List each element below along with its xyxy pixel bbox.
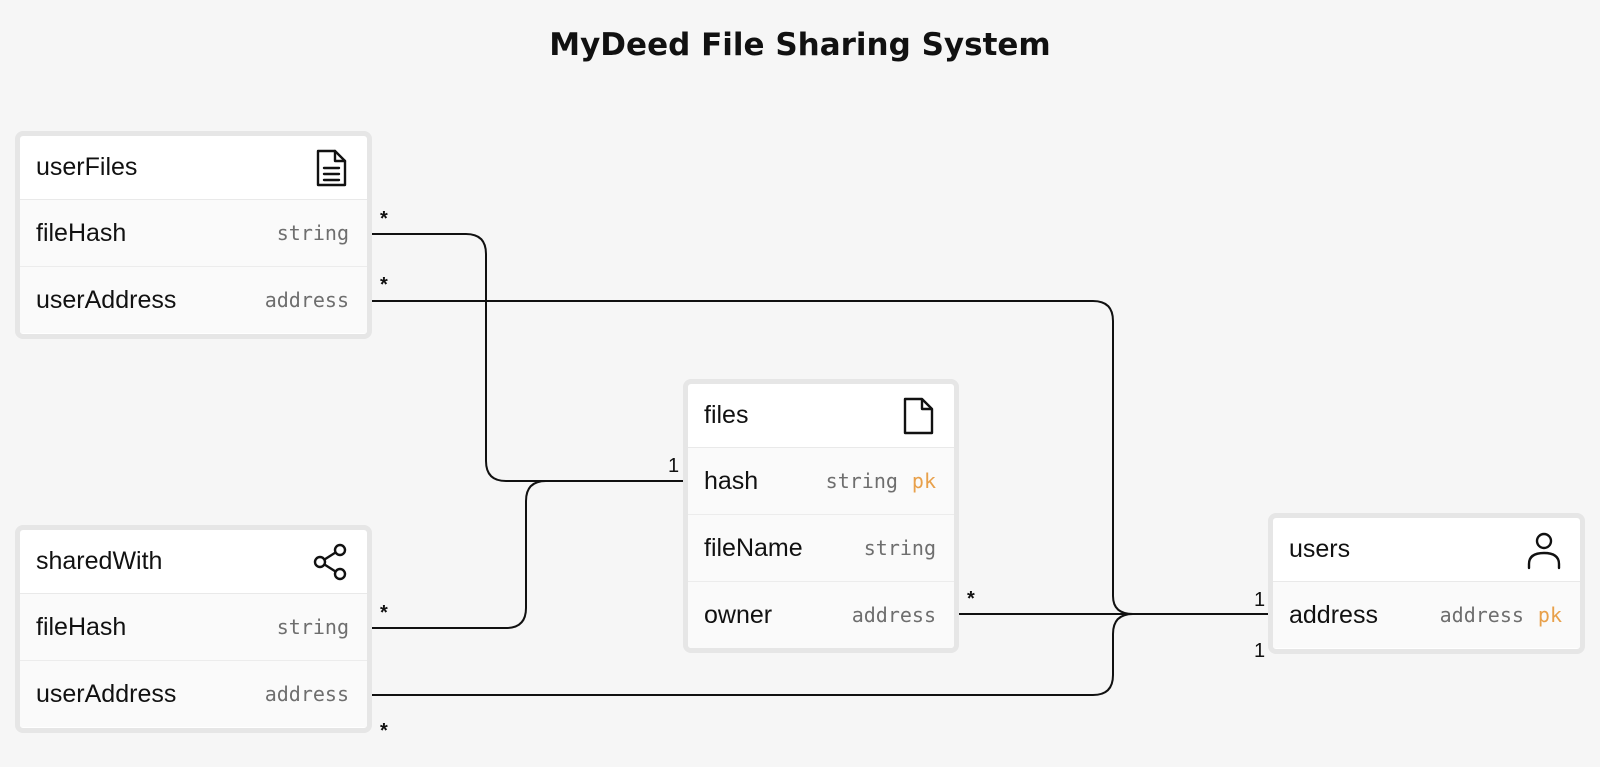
relation-sharedwith-filehash-files-hash	[361, 480, 694, 629]
table-name: userFiles	[36, 153, 138, 181]
cardinality-files-owner: *	[967, 588, 975, 610]
field-type: string	[863, 536, 936, 560]
table-name: files	[704, 401, 749, 429]
field-name: hash	[704, 466, 759, 495]
field-row[interactable]: userAddress address	[20, 267, 367, 333]
field-name: userAddress	[36, 285, 177, 314]
primary-key-badge: pk	[911, 469, 936, 493]
field-type: string	[276, 615, 349, 639]
user-icon	[1527, 532, 1561, 570]
field-row[interactable]: hash string pk	[688, 448, 954, 515]
field-type: address	[264, 288, 349, 312]
field-type: string	[276, 221, 349, 245]
table-files[interactable]: files hash string pk fileName string owne…	[683, 379, 959, 653]
field-type: address pk	[1440, 603, 1562, 627]
relation-userfiles-filehash-files-hash	[361, 233, 694, 482]
field-type: address	[264, 682, 349, 706]
field-row[interactable]: fileHash string	[20, 594, 367, 661]
table-userfiles[interactable]: userFiles fileHash string userAddress ad…	[15, 131, 372, 339]
cardinality-users-address-a: 1	[1254, 589, 1266, 611]
document-text-icon	[316, 149, 347, 187]
field-name: fileHash	[36, 218, 127, 247]
cardinality-files-hash-a: 1	[668, 455, 680, 477]
field-name: fileName	[704, 533, 803, 562]
table-header: files	[688, 384, 954, 448]
field-row[interactable]: owner address	[688, 582, 954, 648]
field-type: string pk	[826, 469, 936, 493]
field-row[interactable]: fileName string	[688, 515, 954, 582]
field-type-label: address	[1439, 603, 1524, 627]
relation-sharedwith-useraddress-users-address	[361, 613, 1279, 696]
field-name: userAddress	[36, 679, 177, 708]
field-row[interactable]: userAddress address	[20, 661, 367, 727]
table-users[interactable]: users address address pk	[1268, 513, 1585, 654]
file-icon	[903, 397, 934, 435]
cardinality-userfiles-filehash: *	[380, 208, 388, 230]
table-header: sharedWith	[20, 530, 367, 594]
field-name: owner	[704, 600, 773, 629]
field-type-label: string	[825, 469, 898, 493]
primary-key-badge: pk	[1537, 603, 1562, 627]
table-header: userFiles	[20, 136, 367, 200]
cardinality-users-address-c: 1	[1254, 640, 1266, 662]
table-name: users	[1289, 535, 1351, 563]
field-name: address	[1289, 600, 1378, 629]
field-row[interactable]: fileHash string	[20, 200, 367, 267]
cardinality-sharedwith-useraddress: *	[380, 720, 388, 742]
table-header: users	[1273, 518, 1580, 582]
share-icon	[313, 543, 347, 581]
table-sharedwith[interactable]: sharedWith fileHash string userAddress a…	[15, 525, 372, 733]
cardinality-sharedwith-filehash: *	[380, 602, 388, 624]
table-name: sharedWith	[36, 547, 163, 575]
field-row[interactable]: address address pk	[1273, 582, 1580, 648]
diagram-title: MyDeed File Sharing System	[549, 27, 1051, 63]
field-type: address	[851, 603, 936, 627]
field-name: fileHash	[36, 612, 127, 641]
cardinality-userfiles-useraddress: *	[380, 274, 388, 296]
